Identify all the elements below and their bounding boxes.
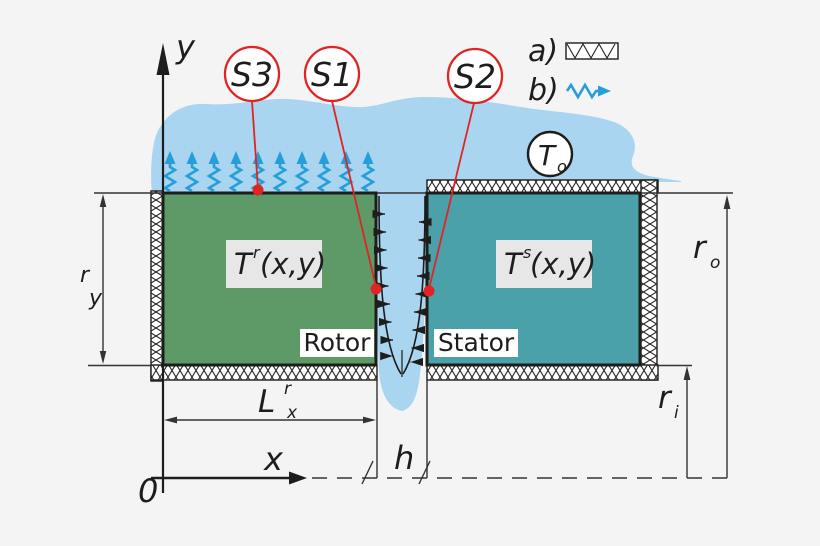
sensor-badge-s1 bbox=[303, 45, 361, 103]
ambient-temp-badge: T o bbox=[526, 130, 574, 178]
y-axis-label: y bbox=[175, 28, 196, 66]
sensor-annotations: S3 S1 S2 bbox=[223, 45, 504, 297]
origin-label: 0 bbox=[138, 472, 158, 510]
rotor-field-box bbox=[226, 240, 322, 288]
rotor-field-base: T bbox=[234, 247, 254, 281]
convection-arrow bbox=[316, 151, 332, 193]
legend-insulation-swatch bbox=[565, 42, 619, 60]
dim-lx-base: L bbox=[258, 384, 275, 420]
legend-a-label: a) bbox=[528, 34, 558, 69]
legend: a) b) bbox=[528, 34, 619, 108]
legend-b-label: b) bbox=[528, 73, 559, 108]
s3-label: S3 bbox=[231, 55, 273, 94]
stator-field-base: T bbox=[504, 247, 524, 281]
sensor-badge-s2 bbox=[446, 47, 504, 105]
y-axis-arrowhead bbox=[156, 43, 170, 75]
convection-arrow bbox=[272, 151, 288, 193]
stator-name-label: Stator bbox=[438, 328, 515, 357]
gap-flow-arrows-left bbox=[372, 209, 393, 361]
ambient-temp-base: T bbox=[538, 139, 557, 172]
coordinate-axes bbox=[151, 43, 307, 493]
dim-ri-base: r bbox=[658, 380, 673, 416]
x-axis-arrowhead bbox=[289, 471, 307, 485]
s2-label: S2 bbox=[454, 57, 496, 96]
stator-field-box bbox=[496, 240, 592, 288]
stator-field-sup: s bbox=[523, 243, 531, 262]
stator-insulation-hatch bbox=[426, 179, 659, 381]
air-gap-velocity-profile bbox=[372, 195, 432, 377]
sensor-point-s2 bbox=[423, 285, 435, 297]
gap-flow-arrows-right bbox=[410, 217, 432, 367]
rotor-name-box bbox=[300, 329, 374, 357]
sensor-point-s3 bbox=[252, 184, 264, 196]
break-mark bbox=[361, 460, 374, 485]
sensor-point-s1 bbox=[370, 283, 382, 295]
dim-ri-sub: i bbox=[674, 403, 679, 423]
convection-arrow bbox=[162, 151, 178, 193]
dimension-lines bbox=[99, 194, 731, 478]
dim-ro-base: r bbox=[693, 230, 708, 266]
dim-lx-sup: r bbox=[284, 379, 292, 399]
dim-ro-sub: o bbox=[710, 253, 720, 273]
x-axis-label: x bbox=[263, 440, 284, 478]
convection-arrow bbox=[228, 151, 244, 193]
sensor-badge-s3 bbox=[223, 45, 281, 103]
convection-arrow bbox=[294, 151, 310, 193]
dim-lx-sub: x bbox=[286, 403, 298, 423]
convection-arrow bbox=[184, 151, 200, 193]
dim-ly-sup: r bbox=[80, 263, 91, 288]
gap-width-label: h bbox=[394, 439, 414, 477]
rotor-field-args: (x,y) bbox=[260, 247, 326, 281]
convection-arrow bbox=[206, 151, 222, 193]
stator-field-args: (x,y) bbox=[530, 247, 596, 281]
dim-ly-sub: y bbox=[88, 286, 103, 311]
rotor-field-sup: r bbox=[253, 243, 261, 262]
legend-convection-swatch bbox=[565, 82, 611, 100]
convection-arrows bbox=[162, 151, 376, 193]
s1-label: S1 bbox=[311, 55, 353, 94]
text-layer: y x 0 T r (x,y) T s (x,y) Rotor Stator L… bbox=[80, 28, 720, 510]
stator-name-box bbox=[434, 329, 518, 357]
rotor-name-label: Rotor bbox=[304, 328, 372, 357]
break-mark bbox=[418, 460, 431, 485]
convection-arrow bbox=[360, 151, 376, 193]
ambient-temp-sub: o bbox=[557, 157, 567, 176]
